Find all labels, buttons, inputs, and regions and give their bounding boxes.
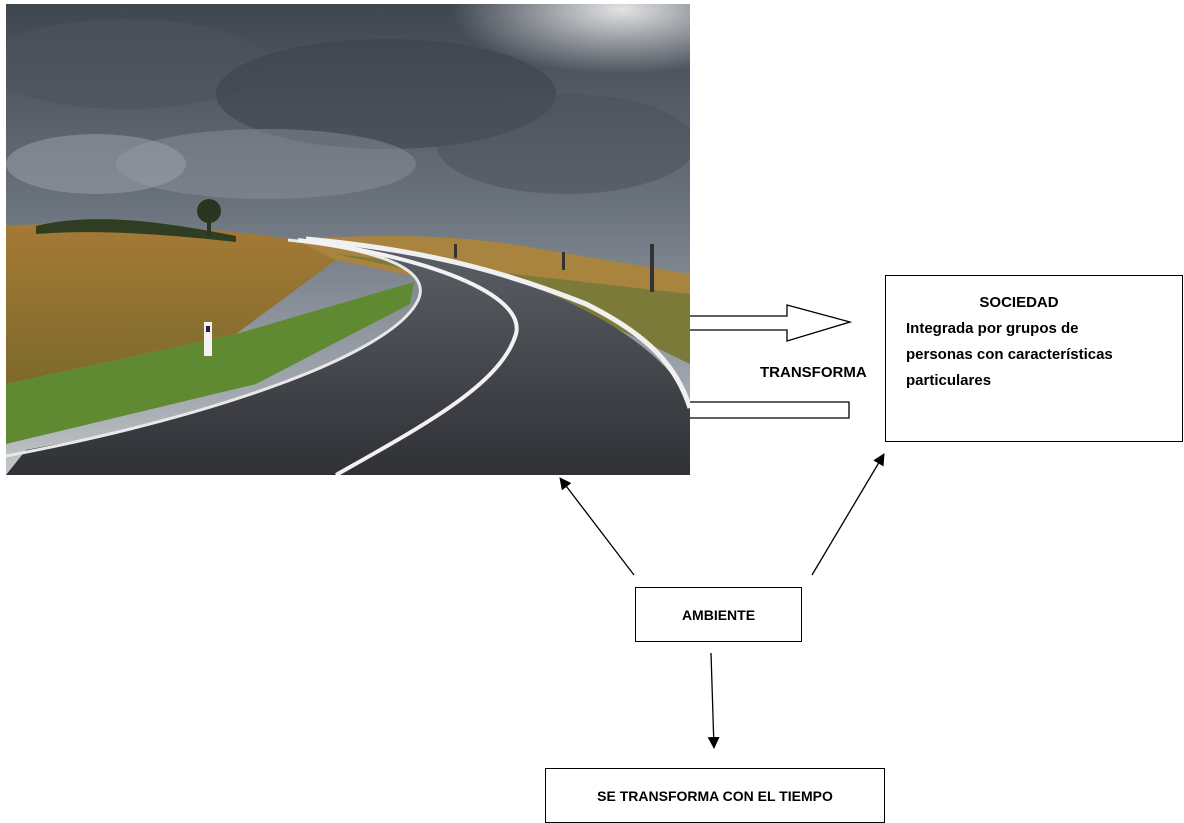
tiempo-label: SE TRANSFORMA CON EL TIEMPO	[597, 787, 833, 804]
sociedad-line-3: particulares	[906, 372, 992, 389]
road-landscape-photo	[6, 4, 690, 475]
transforma-label: TRANSFORMA	[760, 364, 867, 381]
sociedad-line-1: Integrada por grupos de	[906, 320, 1079, 337]
ambiente-label: AMBIENTE	[681, 606, 756, 623]
arrow-ambiente-to-photo	[559, 477, 635, 576]
transforma-bar	[690, 401, 850, 419]
tiempo-box: SE TRANSFORMA CON EL TIEMPO	[545, 768, 885, 823]
sociedad-box: SOCIEDAD Integrada por grupos de persona…	[885, 275, 1183, 442]
sociedad-title: SOCIEDAD	[979, 294, 1059, 311]
sociedad-line-2: personas con características	[906, 346, 1113, 363]
ambiente-box: AMBIENTE	[635, 587, 802, 642]
block-arrow-to-sociedad	[690, 304, 853, 342]
arrow-ambiente-to-sociedad	[811, 453, 885, 576]
arrow-ambiente-to-tiempo	[707, 652, 720, 749]
